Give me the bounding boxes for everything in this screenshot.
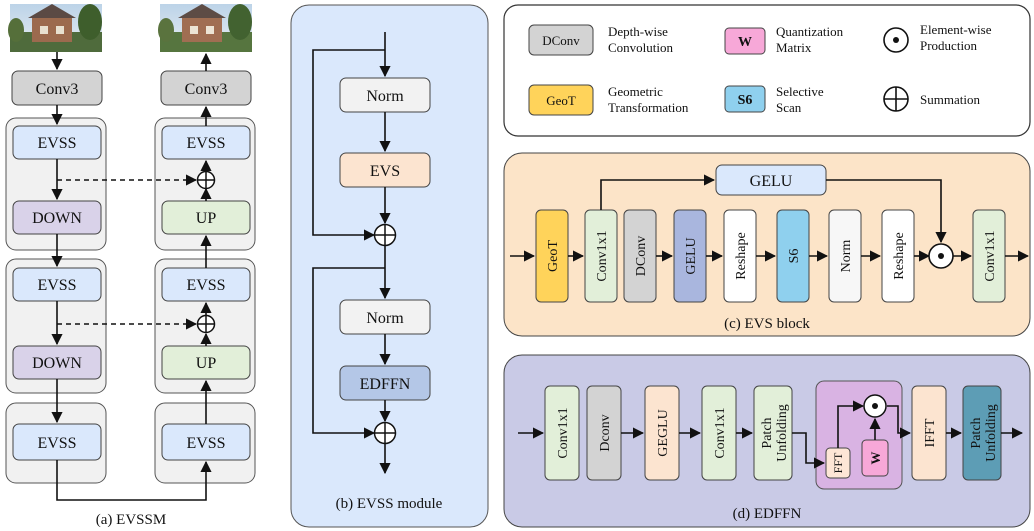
edffn-patch-unf-a-label-2: Unfolding — [775, 404, 790, 462]
legend-dconv-desc-2: Convolution — [608, 40, 674, 55]
legend-geot-desc-1: Geometric — [608, 84, 663, 99]
legend-sum-desc: Summation — [920, 92, 980, 107]
evs-block-arrows — [510, 174, 1030, 262]
legend-s6-desc-2: Scan — [776, 100, 802, 115]
evss-block-5-label: EVSS — [186, 277, 225, 294]
legend-geot-desc-2: Transformation — [608, 100, 689, 115]
conv3-left-label: Conv3 — [36, 81, 79, 98]
evss-block-6-label: EVSS — [186, 435, 225, 452]
up-block-2-label: UP — [196, 355, 217, 372]
output-image-thumbnail — [158, 4, 252, 52]
conv3-right-label: Conv3 — [185, 81, 228, 98]
edffn-conv1x1-a-label: Conv1x1 — [556, 407, 571, 458]
panel-c-evs-block: GELU GeoT Conv1x1 DConv GELU Reshape S6 … — [503, 152, 1031, 337]
edffn-arrows — [518, 400, 1024, 469]
s6-label: S6 — [787, 249, 802, 264]
down-block-2-label: DOWN — [32, 355, 82, 372]
encoder-arrows — [51, 52, 212, 501]
panel-d-edffn: Conv1x1 Dconv GEGLU Conv1x1 Patch Unfold… — [503, 354, 1031, 528]
legend-s6-desc-1: Selective — [776, 84, 824, 99]
conv1x1-a-label: Conv1x1 — [595, 230, 610, 281]
evss-block-1-label: EVSS — [37, 135, 76, 152]
legend-dconv-desc-1: Depth-wise — [608, 24, 668, 39]
summation-icon — [196, 314, 216, 334]
legend-geot-symbol: GeoT — [546, 93, 576, 108]
summation-icon — [196, 170, 216, 190]
gelu-top-label: GELU — [750, 173, 793, 190]
legend-dconv-symbol: DConv — [542, 33, 580, 48]
reshape-b-label: Reshape — [892, 232, 907, 279]
legend-w-symbol: W — [738, 35, 752, 50]
legend-w-desc-2: Matrix — [776, 40, 812, 55]
edffn-geglu-label: GEGLU — [656, 409, 671, 456]
edffn-patch-unf-b-label-2: Unfolding — [984, 404, 999, 462]
legend-w-desc-1: Quantization — [776, 24, 844, 39]
evss-block-4-label: EVSS — [186, 135, 225, 152]
evs-label: EVS — [370, 163, 400, 180]
caption-b: (b) EVSS module — [336, 496, 443, 512]
fft-label: FFT — [831, 452, 845, 473]
summation-icon — [373, 421, 397, 445]
caption-d: (d) EDFFN — [733, 506, 802, 522]
panel-a-evssm: Conv3 Conv3 EVSS DOWN EVSS DOWN EVSS EVS… — [5, 4, 256, 528]
summation-icon — [373, 223, 397, 247]
norm-1-label: Norm — [366, 88, 404, 105]
legend-mult-desc-2: Production — [920, 38, 978, 53]
norm-2-label: Norm — [366, 310, 404, 327]
norm-label: Norm — [839, 240, 854, 273]
geot-label: GeoT — [546, 240, 561, 272]
edffn-conv1x1-b-label: Conv1x1 — [713, 407, 728, 458]
edffn-patch-unf-b-label-1: Patch — [969, 417, 984, 448]
down-block-1-label: DOWN — [32, 210, 82, 227]
caption-a: (a) EVSSM — [96, 512, 166, 528]
edffn-patch-unf-a-label-1: Patch — [760, 417, 775, 448]
summation-icon — [883, 86, 909, 112]
evss-block-2-label: EVSS — [37, 277, 76, 294]
evss-module-arrows — [312, 32, 391, 475]
reshape-a-label: Reshape — [734, 232, 749, 279]
legend-panel: DConv Depth-wise Convolution GeoT Geomet… — [503, 4, 1031, 137]
edffn-label: EDFFN — [360, 376, 411, 393]
ifft-label: IFFT — [923, 418, 938, 447]
evss-block-3-label: EVSS — [37, 435, 76, 452]
dconv-label: DConv — [634, 236, 649, 276]
edffn-dconv-label: Dconv — [598, 414, 613, 451]
caption-c: (c) EVS block — [724, 316, 810, 332]
legend-s6-symbol: S6 — [738, 93, 753, 108]
w-matrix-label: W — [868, 452, 883, 465]
panel-b-evss-module: Norm EVS Norm EDFFN (b) EVSS modu — [290, 4, 489, 528]
input-image-thumbnail — [8, 4, 102, 52]
up-block-1-label: UP — [196, 210, 217, 227]
gelu-label: GELU — [684, 237, 699, 274]
conv1x1-b-label: Conv1x1 — [983, 230, 998, 281]
legend-mult-desc-1: Element-wise — [920, 22, 992, 37]
